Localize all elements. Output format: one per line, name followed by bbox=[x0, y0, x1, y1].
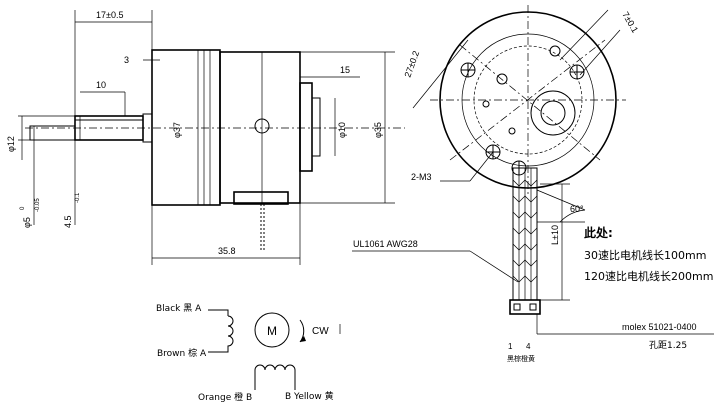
coil-b bbox=[254, 364, 296, 378]
gear-boss bbox=[299, 82, 313, 172]
black-a-label: Black 黑 A bbox=[156, 303, 202, 314]
dim-phi12-label: φ12 bbox=[6, 136, 16, 152]
connector-label: molex 51021-0400 bbox=[622, 322, 697, 332]
dim-phi35-label: φ35 bbox=[373, 122, 383, 138]
dim-phi37-label: φ37 bbox=[172, 122, 182, 138]
dim-3-label: 3 bbox=[124, 55, 129, 65]
pin-4-label: 4 bbox=[526, 342, 531, 351]
dim-27-label: 27±0.2 bbox=[402, 49, 421, 78]
direction-label: CW bbox=[312, 326, 329, 337]
side-view: 17±0.5 3 10 15 φ37 φ10 φ35 φ12 φ5 0 -0.0… bbox=[6, 10, 405, 265]
dim-45-label: 4.5 bbox=[63, 215, 73, 228]
note-line-1: 30速比电机线长100mm bbox=[584, 248, 706, 262]
connector bbox=[509, 299, 541, 315]
motor-label: M bbox=[267, 324, 277, 338]
angle-label: 60° bbox=[570, 204, 584, 214]
cable-label: UL1061 AWG28 bbox=[353, 239, 418, 249]
dim-7-label: 7±0.1 bbox=[620, 10, 640, 34]
brown-a-label: Brown 棕 A bbox=[157, 347, 207, 359]
yellow-b-label: B Yellow 黄 bbox=[285, 390, 334, 402]
coil-a bbox=[208, 309, 234, 353]
orange-b-label: Orange 橙 B bbox=[198, 391, 252, 403]
rivet-hole bbox=[254, 118, 270, 134]
shaft-boss bbox=[530, 90, 576, 136]
mounting-hole-1 bbox=[460, 62, 476, 78]
front-view: 27±0.2 7±0.1 2-M3 UL1061 AWG28 60° bbox=[352, 5, 714, 363]
housing-front bbox=[219, 51, 301, 204]
mounting-hole-2 bbox=[569, 64, 585, 80]
dim-17-label: 17±0.5 bbox=[96, 10, 123, 20]
lead-length-label: L±10 bbox=[550, 225, 560, 245]
pin-1-label: 1 bbox=[508, 342, 513, 351]
note-line-2: 120速比电机线长200mm bbox=[584, 269, 713, 283]
dim-45-tol: -0.1 bbox=[75, 192, 81, 203]
dim-15-label: 15 bbox=[340, 65, 350, 75]
pitch-label: 孔距1.25 bbox=[649, 340, 687, 351]
dim-phi5-tol-upper: 0 bbox=[20, 206, 26, 210]
dim-358-label: 35.8 bbox=[218, 246, 236, 256]
note-title: 此处: bbox=[584, 225, 613, 240]
dim-10-label: 10 bbox=[96, 80, 106, 90]
wire-colors-label: 黑棕橙黄 bbox=[507, 354, 535, 363]
dim-phi5-tol-lower: -0.05 bbox=[35, 198, 41, 212]
dim-phi5-label: φ5 bbox=[22, 217, 32, 228]
motor-symbol bbox=[254, 312, 290, 348]
holes-label: 2-M3 bbox=[411, 172, 432, 182]
dim-phi10-label: φ10 bbox=[337, 122, 347, 138]
wiring-diagram: Black 黑 A Brown 棕 A Orange 橙 B B Yellow … bbox=[156, 303, 341, 403]
cable-weave bbox=[512, 168, 538, 300]
cw-arrow bbox=[299, 319, 305, 343]
